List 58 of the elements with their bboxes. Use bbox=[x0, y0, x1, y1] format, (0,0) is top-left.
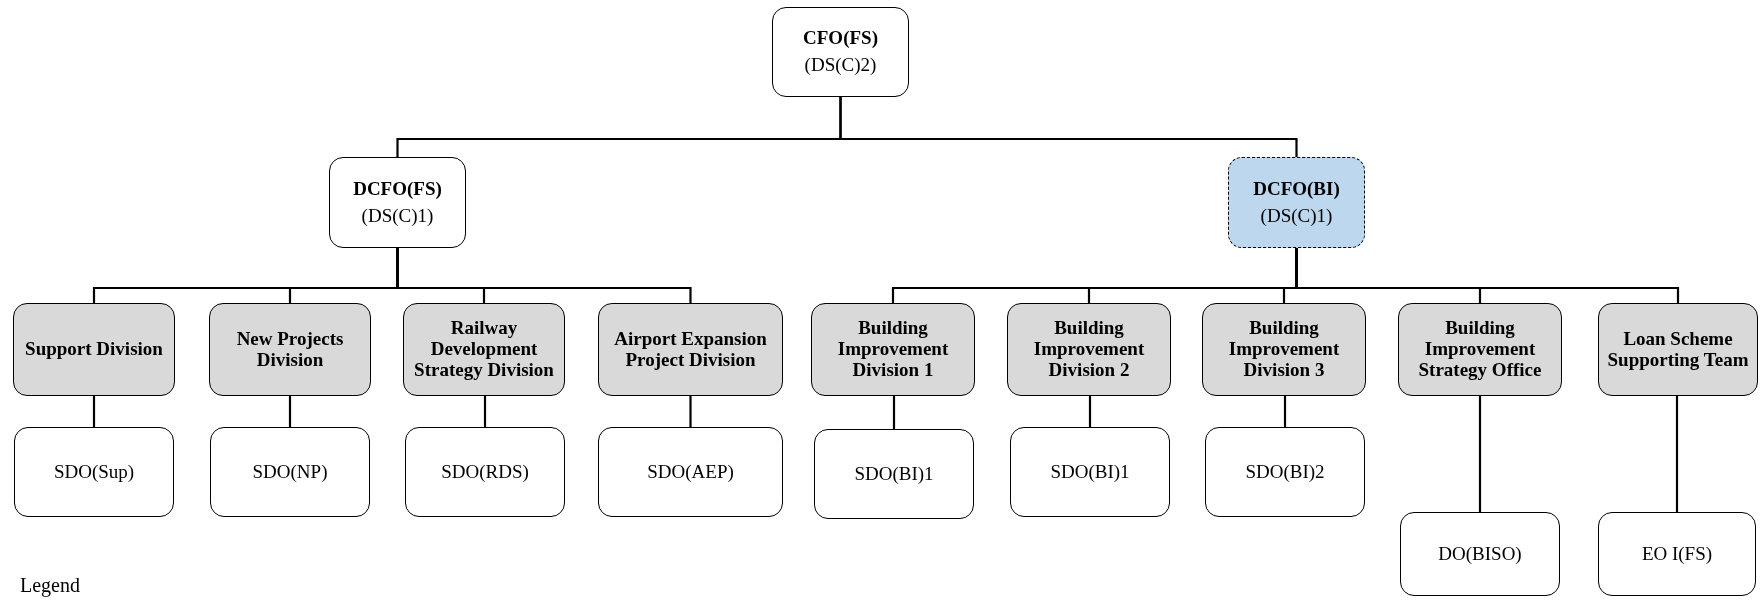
division-box bbox=[13, 303, 175, 396]
connector-line bbox=[892, 396, 896, 429]
grade-label: (DS(C)1) bbox=[361, 205, 434, 227]
grade-label: SDO(BI)1 bbox=[1050, 461, 1130, 483]
division-name: Building Improvement Strategy Office bbox=[1417, 318, 1543, 381]
position-box bbox=[329, 157, 466, 248]
position-box bbox=[1205, 427, 1365, 517]
connector-line bbox=[396, 248, 692, 303]
division-box bbox=[1398, 303, 1562, 396]
connector-line bbox=[1283, 396, 1287, 427]
division-name: Building Improvement Division 3 bbox=[1227, 318, 1341, 381]
position-title: CFO(FS) bbox=[803, 28, 878, 49]
position-box bbox=[210, 427, 370, 517]
connector-line bbox=[1675, 396, 1679, 512]
connector-line bbox=[1295, 248, 1680, 303]
grade-label: SDO(AEP) bbox=[647, 461, 734, 483]
division-name: Railway Development Strategy Division bbox=[413, 318, 555, 381]
connector-line bbox=[1478, 396, 1482, 512]
legend-heading: Legend bbox=[20, 574, 80, 597]
division-name: Airport Expansion Project Division bbox=[613, 328, 768, 371]
grade-label: SDO(RDS) bbox=[441, 461, 529, 483]
position-box bbox=[1400, 512, 1560, 596]
division-box bbox=[209, 303, 371, 396]
position-box bbox=[1598, 512, 1756, 596]
connector-line bbox=[689, 396, 692, 427]
grade-label: EO I(FS) bbox=[1641, 543, 1713, 565]
division-name: Support Division bbox=[25, 339, 163, 360]
grade-label: DO(BISO) bbox=[1438, 543, 1522, 565]
position-box bbox=[772, 7, 909, 97]
connector-line bbox=[483, 396, 487, 427]
position-box bbox=[1228, 157, 1365, 248]
division-box bbox=[1598, 303, 1758, 396]
position-box bbox=[14, 427, 174, 517]
position-box bbox=[598, 427, 783, 517]
division-name: Loan Scheme Supporting Team bbox=[1606, 328, 1750, 371]
position-box bbox=[405, 427, 565, 517]
division-box bbox=[1202, 303, 1366, 396]
connector-line bbox=[1088, 396, 1092, 427]
division-box bbox=[811, 303, 975, 396]
division-box bbox=[403, 303, 565, 396]
grade-label: SDO(BI)2 bbox=[1245, 461, 1325, 483]
position-box bbox=[814, 429, 974, 519]
position-title: DCFO(FS) bbox=[353, 178, 442, 200]
division-name: New Projects Division bbox=[235, 328, 345, 371]
division-name: Building Improvement Division 2 bbox=[1032, 318, 1146, 381]
division-box bbox=[598, 303, 783, 396]
connector-line bbox=[92, 396, 96, 427]
connector-line bbox=[839, 97, 1298, 157]
position-title: DCFO(BI) bbox=[1253, 178, 1340, 200]
grade-label: SDO(Sup) bbox=[53, 461, 135, 483]
division-box bbox=[1007, 303, 1171, 396]
grade-label: (DS(C)2) bbox=[804, 55, 877, 76]
grade-label: SDO(BI)1 bbox=[854, 463, 934, 485]
grade-label: SDO(NP) bbox=[252, 461, 328, 483]
connector-line bbox=[288, 396, 292, 427]
position-box bbox=[1010, 427, 1170, 517]
division-name: Building Improvement Division 1 bbox=[836, 318, 950, 381]
grade-label: (DS(C)1) bbox=[1260, 205, 1333, 227]
